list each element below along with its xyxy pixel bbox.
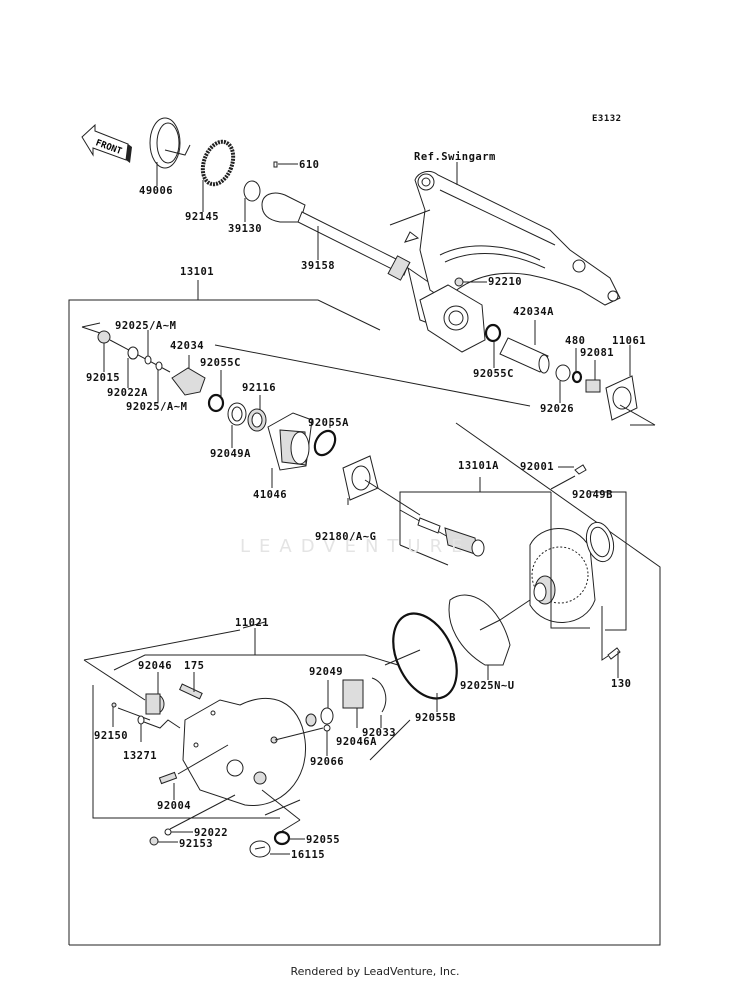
ring-gear-part	[529, 528, 596, 623]
part-label-16115[interactable]: 16115	[291, 849, 326, 861]
ref-swingarm-label: Ref.Swingarm	[414, 151, 496, 163]
part-label-92055c-2[interactable]: 92055C	[473, 368, 514, 380]
part-label-92180[interactable]: 92180/A~G	[315, 531, 377, 543]
part-label-92049[interactable]: 92049	[309, 666, 344, 678]
part-label-480[interactable]: 480	[565, 335, 586, 347]
part-label-39158[interactable]: 39158	[301, 260, 336, 272]
part-label-92049a[interactable]: 92049A	[210, 448, 251, 460]
clamp-92145-part	[200, 139, 236, 187]
part-label-92055b[interactable]: 92055B	[415, 712, 456, 724]
gasket-92180-part	[342, 455, 379, 501]
part-label-11061[interactable]: 11061	[612, 335, 647, 347]
part-label-92046a[interactable]: 92046A	[336, 736, 377, 748]
part-label-41046[interactable]: 41046	[253, 489, 288, 501]
part-label-13101[interactable]: 13101	[180, 266, 215, 278]
boot-49006-part	[149, 117, 191, 169]
gasket-92025NU-part	[448, 594, 511, 666]
part-label-92066[interactable]: 92066	[310, 756, 345, 768]
watermark: LEADVENTURE	[240, 536, 472, 557]
part-label-13101a[interactable]: 13101A	[458, 460, 499, 472]
front-arrow-icon: FRONT	[81, 123, 132, 163]
part-label-92025-am-1[interactable]: 92025/A~M	[115, 320, 177, 332]
part-label-92150[interactable]: 92150	[94, 730, 129, 742]
part-label-42034a[interactable]: 42034A	[513, 306, 554, 318]
part-label-13271[interactable]: 13271	[123, 750, 158, 762]
part-label-92015[interactable]: 92015	[86, 372, 121, 384]
part-label-92153[interactable]: 92153	[179, 838, 214, 850]
part-label-92055[interactable]: 92055	[306, 834, 341, 846]
gasket-11061-part	[605, 375, 638, 421]
part-label-175[interactable]: 175	[184, 660, 205, 672]
part-label-92049b[interactable]: 92049B	[572, 489, 613, 501]
seal-39130-part	[243, 180, 261, 202]
part-label-92025-am-2[interactable]: 92025/A~M	[126, 401, 188, 413]
part-label-92145[interactable]: 92145	[185, 211, 220, 223]
part-label-92210[interactable]: 92210	[488, 276, 523, 288]
gear-42034-part	[171, 367, 206, 396]
part-label-92055c-1[interactable]: 92055C	[200, 357, 241, 369]
part-label-92081[interactable]: 92081	[580, 347, 615, 359]
part-label-92022a[interactable]: 92022A	[107, 387, 148, 399]
diagram-code: E3132	[592, 114, 622, 124]
part-label-92033[interactable]: 92033	[362, 727, 397, 739]
part-label-92116[interactable]: 92116	[242, 382, 277, 394]
footer-credit: Rendered by LeadVenture, Inc.	[290, 965, 460, 978]
housing-41046-part	[267, 412, 313, 471]
part-label-130[interactable]: 130	[611, 678, 632, 690]
gear-case-11021-part	[182, 697, 307, 807]
sleeve-42034A-part	[499, 337, 549, 373]
swingarm-housing-part	[419, 284, 486, 353]
part-label-42034[interactable]: 42034	[170, 340, 205, 352]
part-label-92022[interactable]: 92022	[194, 827, 229, 839]
part-label-92001[interactable]: 92001	[520, 461, 555, 473]
part-label-610[interactable]: 610	[299, 159, 320, 171]
part-label-11021[interactable]: 11021	[235, 617, 270, 629]
part-label-92055a[interactable]: 92055A	[308, 417, 349, 429]
part-label-49006[interactable]: 49006	[139, 185, 174, 197]
swingarm-part	[404, 170, 621, 306]
pinion-shaft-part	[417, 517, 485, 557]
part-label-92025n-u[interactable]: 92025N~U	[460, 680, 515, 692]
part-label-39130[interactable]: 39130	[228, 223, 263, 235]
part-label-92026[interactable]: 92026	[540, 403, 575, 415]
part-label-92046[interactable]: 92046	[138, 660, 173, 672]
nut-92015-part	[97, 330, 111, 344]
part-label-92004[interactable]: 92004	[157, 800, 192, 812]
